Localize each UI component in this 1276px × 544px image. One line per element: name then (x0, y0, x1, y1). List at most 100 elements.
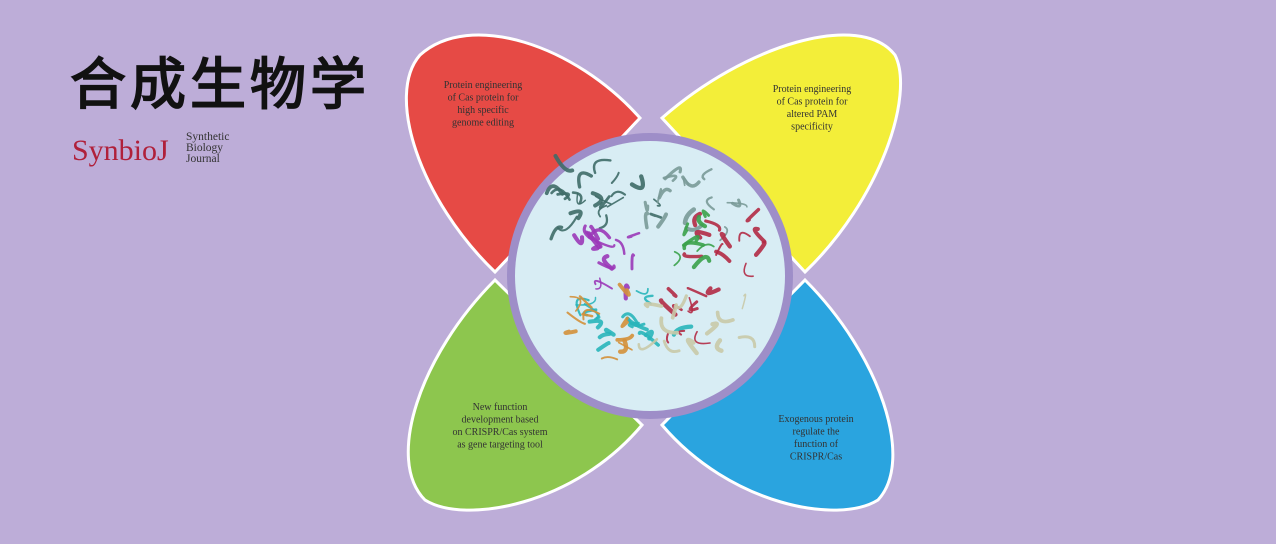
protein-ribbon (582, 224, 594, 241)
protein-ribbon (715, 242, 724, 256)
protein-ribbon (649, 212, 663, 219)
center-circle (515, 141, 785, 411)
protein-ribbon (662, 339, 681, 354)
protein-ribbon (753, 240, 767, 257)
protein-ribbon (666, 287, 678, 298)
petal-label-line: on CRISPR/Cas system (452, 427, 547, 438)
protein-ribbon (610, 190, 627, 198)
protein-ribbon (598, 214, 609, 230)
protein-ribbon (621, 312, 640, 326)
protein-ribbon (705, 286, 721, 296)
petal-label-line: genome editing (452, 118, 514, 129)
protein-ribbon (568, 209, 583, 221)
protein-ribbon (677, 329, 686, 336)
journal-subtitle: Synthetic Biology Journal (186, 131, 230, 165)
protein-ribbon (696, 214, 708, 229)
protein-ribbon (600, 356, 619, 361)
cas9-protein-structure-image (544, 154, 767, 361)
protein-ribbon (576, 192, 587, 205)
protein-ribbon (686, 286, 708, 298)
protein-ribbon (589, 224, 600, 241)
protein-ribbon (596, 341, 611, 352)
protein-ribbon (615, 333, 635, 342)
protein-ribbon (578, 295, 593, 309)
journal-subtitle-line: Biology (186, 142, 224, 154)
journal-subtitle-line: Journal (186, 153, 220, 165)
petal-label-line: altered PAM (787, 109, 838, 120)
petal-label-line: Protein engineering (773, 84, 852, 95)
protein-ribbon (714, 338, 724, 353)
petal-label-line: development based (462, 415, 539, 426)
protein-ribbon (563, 329, 578, 335)
protein-ribbon (610, 171, 620, 184)
protein-ribbon (684, 223, 704, 232)
protein-ribbon (705, 196, 715, 211)
protein-ribbon (741, 293, 747, 310)
protein-ribbon (606, 196, 625, 208)
petal-label-line: CRISPR/Cas (790, 452, 842, 463)
protein-ribbon (643, 200, 650, 212)
protein-ribbon (593, 279, 613, 290)
protein-ribbon (656, 212, 668, 229)
protein-ribbon (603, 327, 616, 337)
petal-label-line: high specific (457, 105, 509, 116)
protein-ribbon (692, 211, 703, 228)
protein-ribbon (738, 231, 751, 242)
protein-ribbon (566, 311, 586, 325)
petal-label-line: as gene targeting tool (457, 440, 543, 451)
protein-ribbon (630, 253, 636, 271)
protein-ribbon (556, 215, 578, 232)
petal-label-line: of Cas protein for (777, 97, 848, 108)
protein-ribbon (726, 201, 748, 208)
protein-ribbon (688, 300, 699, 312)
protein-ribbon (737, 335, 757, 349)
protein-ribbon (601, 254, 615, 271)
protein-ribbon (715, 310, 735, 324)
protein-ribbon (592, 158, 612, 175)
protein-ribbon (620, 316, 629, 329)
protein-ribbon (572, 233, 585, 246)
protein-ribbon (673, 250, 682, 267)
petal-label-line: Exogenous protein (778, 414, 853, 425)
protein-ribbon (682, 222, 690, 237)
protein-ribbon (544, 184, 565, 196)
protein-ribbon (743, 262, 754, 278)
protein-ribbon (675, 294, 688, 310)
protein-ribbon (685, 337, 699, 356)
protein-ribbon (575, 297, 590, 317)
journal-subtitle-line: Synthetic (186, 131, 230, 143)
protein-ribbon (659, 316, 680, 335)
protein-ribbon (682, 207, 697, 226)
protein-ribbon (719, 226, 729, 242)
protein-ribbon (582, 308, 601, 321)
protein-ribbon (549, 225, 564, 241)
protein-ribbon (662, 174, 678, 182)
petal-bottom-right (659, 277, 895, 512)
protein-ribbon (691, 254, 712, 270)
protein-ribbon (719, 231, 732, 249)
petal-label-line: New function (473, 402, 528, 413)
protein-ribbon (581, 313, 594, 318)
protein-ribbon (731, 198, 742, 208)
petal-top-right (659, 33, 903, 275)
petal-label-line: specificity (791, 122, 833, 133)
protein-ribbon (591, 244, 600, 251)
protein-ribbon (569, 295, 582, 312)
protein-ribbon (752, 226, 767, 244)
protein-ribbon (745, 207, 761, 223)
protein-ribbon (598, 195, 611, 209)
protein-ribbon (665, 332, 670, 344)
journal-chinese-title: 合成生物学 (70, 53, 370, 118)
protein-ribbon (694, 330, 711, 345)
petal-label-line: of Cas protein for (448, 93, 519, 104)
petal-bottom-left (406, 277, 645, 512)
protein-ribbon (643, 302, 664, 309)
protein-ribbon (682, 252, 704, 259)
protein-ribbon (597, 204, 608, 218)
protein-ribbon (701, 168, 713, 181)
protein-ribbon (696, 243, 715, 252)
journal-logo-synbioj: SynbioJ (72, 134, 169, 167)
